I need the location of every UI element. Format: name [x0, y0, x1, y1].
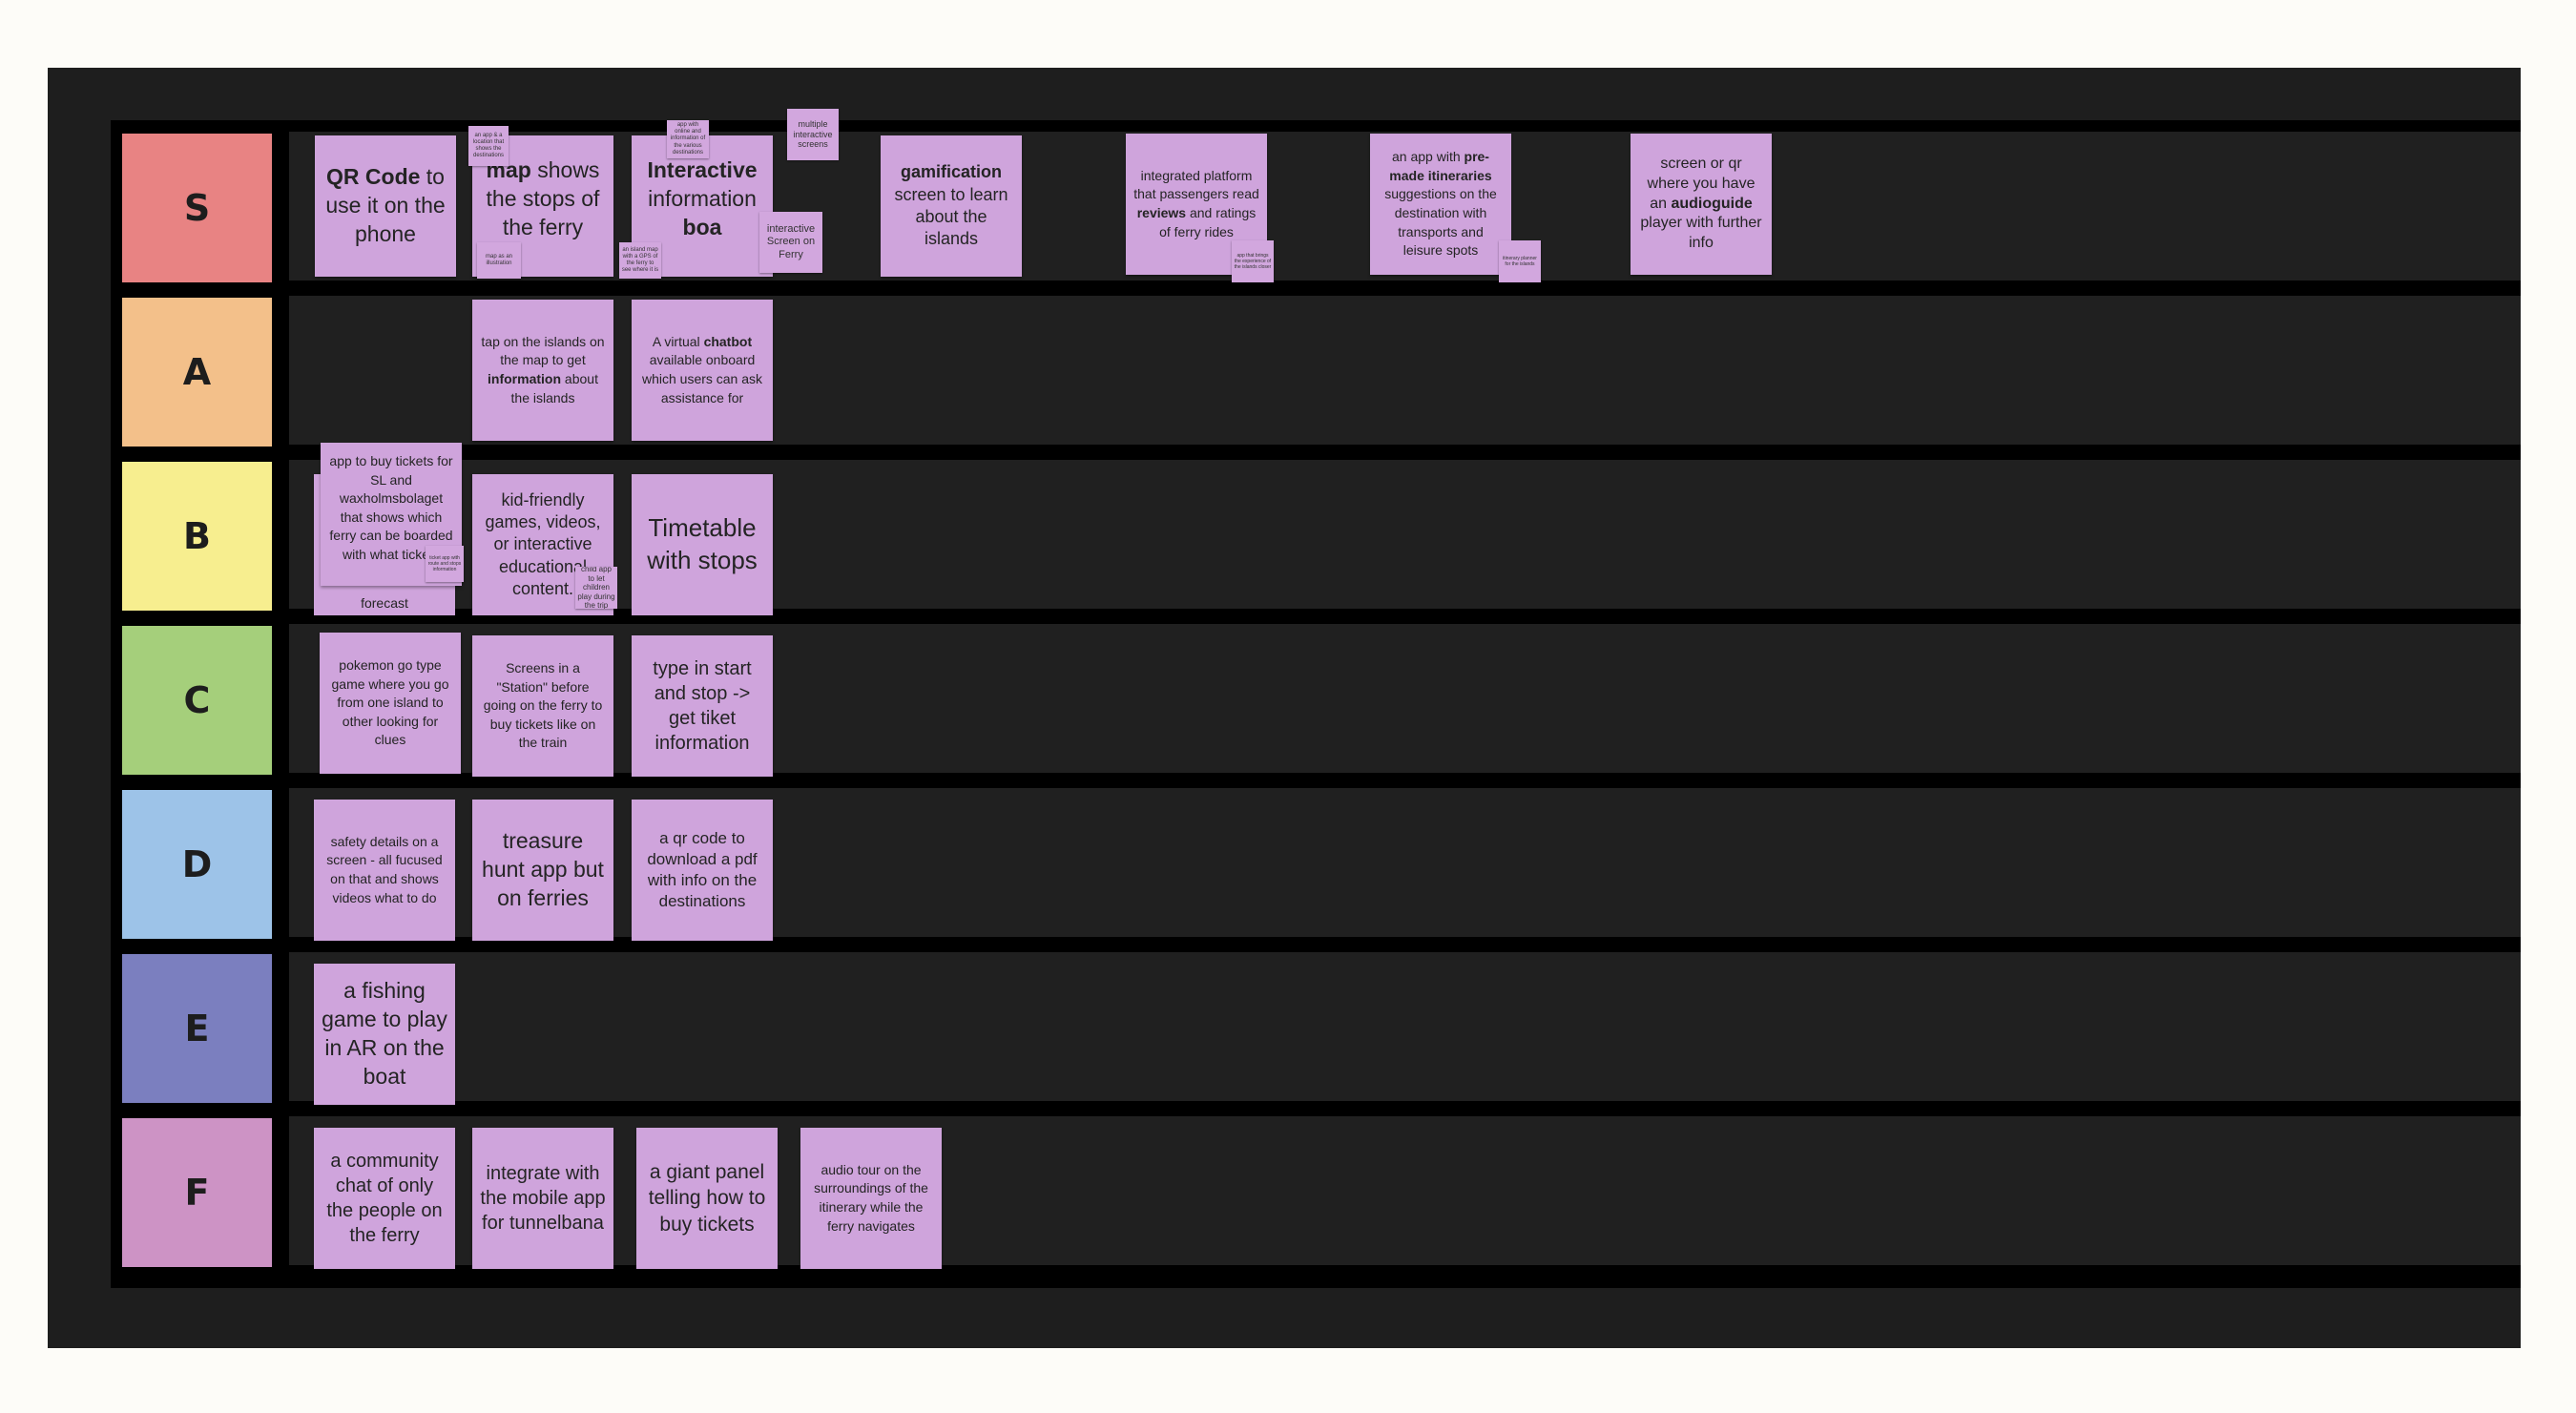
sticky-note-tunnelbana[interactable]: integrate with the mobile app for tunnel… [472, 1128, 613, 1269]
note-text: tap on the islands on the map to get inf… [481, 333, 605, 405]
mini-note-island-map[interactable]: an island map with a GPS of the ferry to… [619, 242, 661, 279]
sticky-note-type-start-stop[interactable]: type in start and stop -> get tiket info… [632, 635, 773, 777]
mini-note-multiple-screens[interactable]: multiple interactive screens [787, 109, 839, 160]
note-text: type in start and stop -> get tiket info… [653, 658, 752, 754]
tier-label-d[interactable]: D [122, 790, 272, 939]
tier-grid: S A B C D E F QR Code to use it o [111, 109, 2521, 1288]
tier-label-s[interactable]: S [122, 134, 272, 282]
sticky-note-safety-details[interactable]: safety details on a screen - all fucused… [314, 800, 455, 941]
note-text: kid-friendly games, videos, or interacti… [485, 489, 601, 599]
mini-note-text: itinerary planner for the islands [1503, 256, 1537, 267]
note-text: forecast [361, 595, 408, 612]
note-text: QR Code to use it on the phone [325, 164, 446, 246]
note-text: treasure hunt app but on ferries [482, 828, 604, 910]
tier-label-b[interactable]: B [122, 462, 272, 611]
sticky-note-qr-code[interactable]: QR Code to use it on the phone [315, 135, 456, 277]
sticky-note-station-screens[interactable]: Screens in a "Station" before going on t… [472, 635, 613, 777]
note-text: map shows the stops of the ferry [486, 157, 600, 239]
mini-note-text: child app to let children play during th… [577, 567, 615, 609]
tier-label-e[interactable]: E [122, 954, 272, 1103]
sticky-note-audioguide[interactable]: screen or qr where you have an audioguid… [1631, 134, 1772, 275]
note-text: an app with pre-made itineraries suggest… [1384, 149, 1497, 259]
mini-note-info-desk[interactable]: app with online and information of the v… [667, 120, 709, 158]
mini-note-text: an island map with a GPS of the ferry to… [621, 246, 659, 274]
note-text: app to buy tickets for SL and waxholmsbo… [329, 453, 453, 562]
sticky-note-giant-panel[interactable]: a giant panel telling how to buy tickets [636, 1128, 778, 1269]
note-text: screen or qr where you have an audioguid… [1640, 156, 1762, 252]
sticky-note-treasure-hunt[interactable]: treasure hunt app but on ferries [472, 800, 613, 941]
note-text: integrate with the mobile app for tunnel… [480, 1163, 606, 1234]
mini-note-child-app[interactable]: child app to let children play during th… [575, 567, 617, 609]
mini-note-text: map as an illustration [485, 253, 513, 266]
sticky-note-gamification[interactable]: gamification screen to learn about the i… [881, 135, 1022, 277]
note-text: gamification screen to learn about the i… [894, 162, 1008, 249]
note-text: pokemon go type game where you go from o… [331, 657, 449, 748]
tier-lane-b[interactable] [289, 460, 2521, 609]
sticky-note-pokemon-go[interactable]: pokemon go type game where you go from o… [320, 633, 461, 774]
tier-lane-d[interactable] [289, 788, 2521, 937]
mini-note-text: app with online and information of the v… [670, 122, 706, 156]
tier-lane-c[interactable] [289, 624, 2521, 773]
sticky-note-chatbot[interactable]: A virtual chatbot available onboard whic… [632, 300, 773, 441]
tier-label-c[interactable]: C [122, 626, 272, 775]
note-text: Interactive information boa [647, 157, 758, 239]
note-text: Timetable with stops [647, 513, 758, 574]
note-text: a fishing game to play in AR on the boat [322, 978, 447, 1089]
mini-note-itinerary-planner[interactable]: itinerary planner for the islands [1499, 240, 1541, 282]
tier-label-a[interactable]: A [122, 298, 272, 447]
tier-label-f[interactable]: F [122, 1118, 272, 1267]
note-text: a qr code to download a pdf with info on… [647, 828, 758, 911]
mini-note-qr-app[interactable]: an app & a location that shows the desti… [468, 126, 509, 166]
note-text: audio tour on the surroundings of the it… [814, 1161, 928, 1234]
note-text: a giant panel telling how to buy tickets [648, 1161, 766, 1236]
mini-note-experience[interactable]: app that brings the experience of the is… [1232, 240, 1274, 282]
note-text: A virtual chatbot available onboard whic… [641, 333, 763, 405]
mini-note-map-illustration[interactable]: map as an illustration [477, 242, 521, 279]
sticky-note-tap-islands[interactable]: tap on the islands on the map to get inf… [472, 300, 613, 441]
sticky-note-timetable[interactable]: Timetable with stops [632, 474, 773, 615]
tier-row-e: E [111, 948, 2521, 1103]
tier-list-board: S A B C D E F QR Code to use it o [48, 68, 2521, 1348]
mini-note-text: an app & a location that shows the desti… [472, 132, 505, 159]
note-text: Screens in a "Station" before going on t… [483, 660, 603, 751]
note-text: integrated platform that passengers read… [1133, 167, 1259, 239]
sticky-note-community-chat[interactable]: a community chat of only the people on t… [314, 1128, 455, 1269]
mini-note-text: interactive Screen on Ferry [766, 223, 816, 260]
tier-lane-a[interactable] [289, 296, 2521, 445]
note-text: a community chat of only the people on t… [326, 1151, 443, 1246]
mini-note-interactive-screen[interactable]: interactive Screen on Ferry [759, 212, 822, 273]
note-text: safety details on a screen - all fucused… [326, 833, 443, 905]
sticky-note-itineraries[interactable]: an app with pre-made itineraries suggest… [1370, 134, 1511, 275]
sticky-note-fishing-game[interactable]: a fishing game to play in AR on the boat [314, 964, 455, 1105]
mini-note-text: ticket app with route and stops informat… [427, 555, 462, 572]
sticky-note-qr-pdf[interactable]: a qr code to download a pdf with info on… [632, 800, 773, 941]
mini-note-text: multiple interactive screens [793, 118, 833, 150]
tier-lane-e[interactable] [289, 952, 2521, 1101]
mini-note-text: app that brings the experience of the is… [1234, 253, 1272, 270]
tier-lane-f[interactable] [289, 1116, 2521, 1265]
sticky-note-ticket-app[interactable]: app to buy tickets for SL and waxholmsbo… [321, 443, 462, 586]
mini-note-ticket-route[interactable]: ticket app with route and stops informat… [426, 546, 464, 582]
sticky-note-audio-tour[interactable]: audio tour on the surroundings of the it… [800, 1128, 942, 1269]
